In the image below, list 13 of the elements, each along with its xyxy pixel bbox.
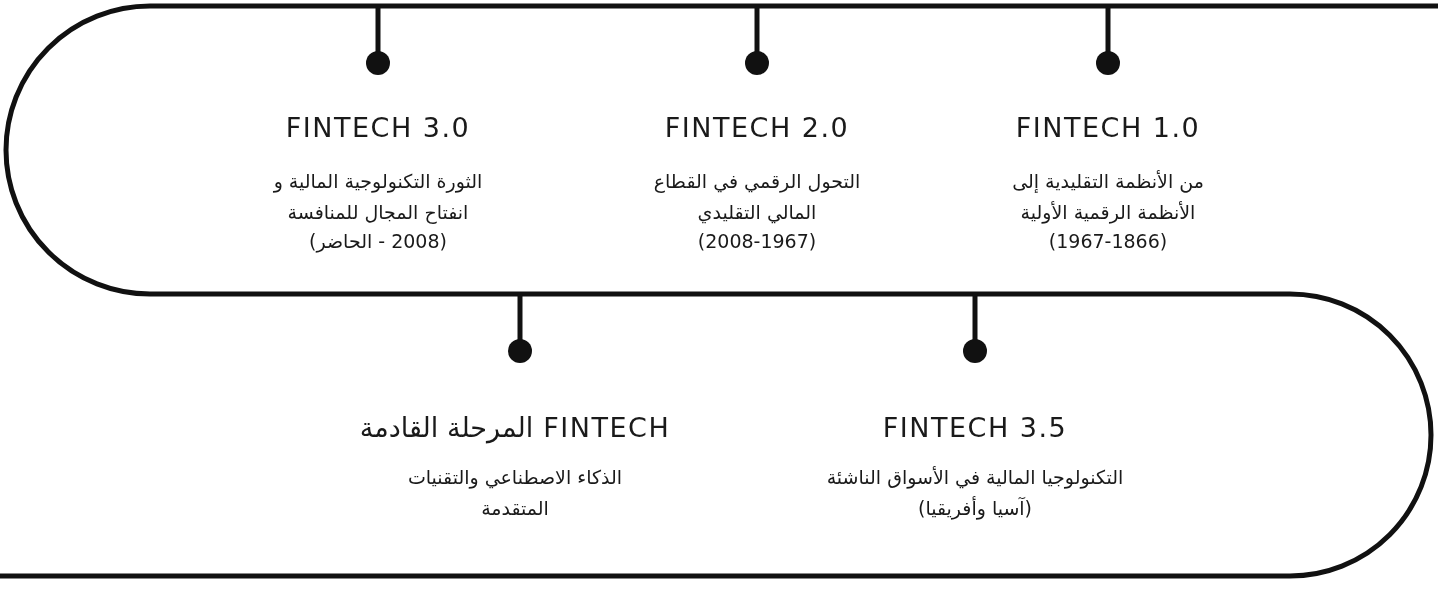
milestone-description: الذكاء الاصطناعي والتقنيات المتقدمة xyxy=(406,465,624,521)
milestone-description: من الأنظمة التقليدية إلى الأنظمة الرقمية الأولية xyxy=(1011,169,1205,226)
milestone-heading: FINTECH 3.5 xyxy=(881,412,1069,443)
milestone-heading: FINTECH المرحلة القادمة xyxy=(358,412,672,443)
milestone-description: التحول الرقمي في القطاع المالي التقليدي xyxy=(652,169,862,226)
milestone-heading: FINTECH 2.0 xyxy=(663,112,851,143)
milestone-heading: FINTECH 1.0 xyxy=(1014,112,1202,143)
date-range: (2008-1967) xyxy=(696,230,818,252)
milestone-description: الثورة التكنولوجية المالية و انفتاح المجال للمنافسة xyxy=(272,169,484,226)
date-range: (2008 - الحاضر) xyxy=(308,230,448,252)
milestone-heading: FINTECH 3.0 xyxy=(284,112,472,143)
date-range: (1967-1866) xyxy=(1047,230,1169,252)
milestone-description: التكنولوجيا المالية في الأسواق الناشئة (آسيا وأفريقيا) xyxy=(825,465,1125,522)
